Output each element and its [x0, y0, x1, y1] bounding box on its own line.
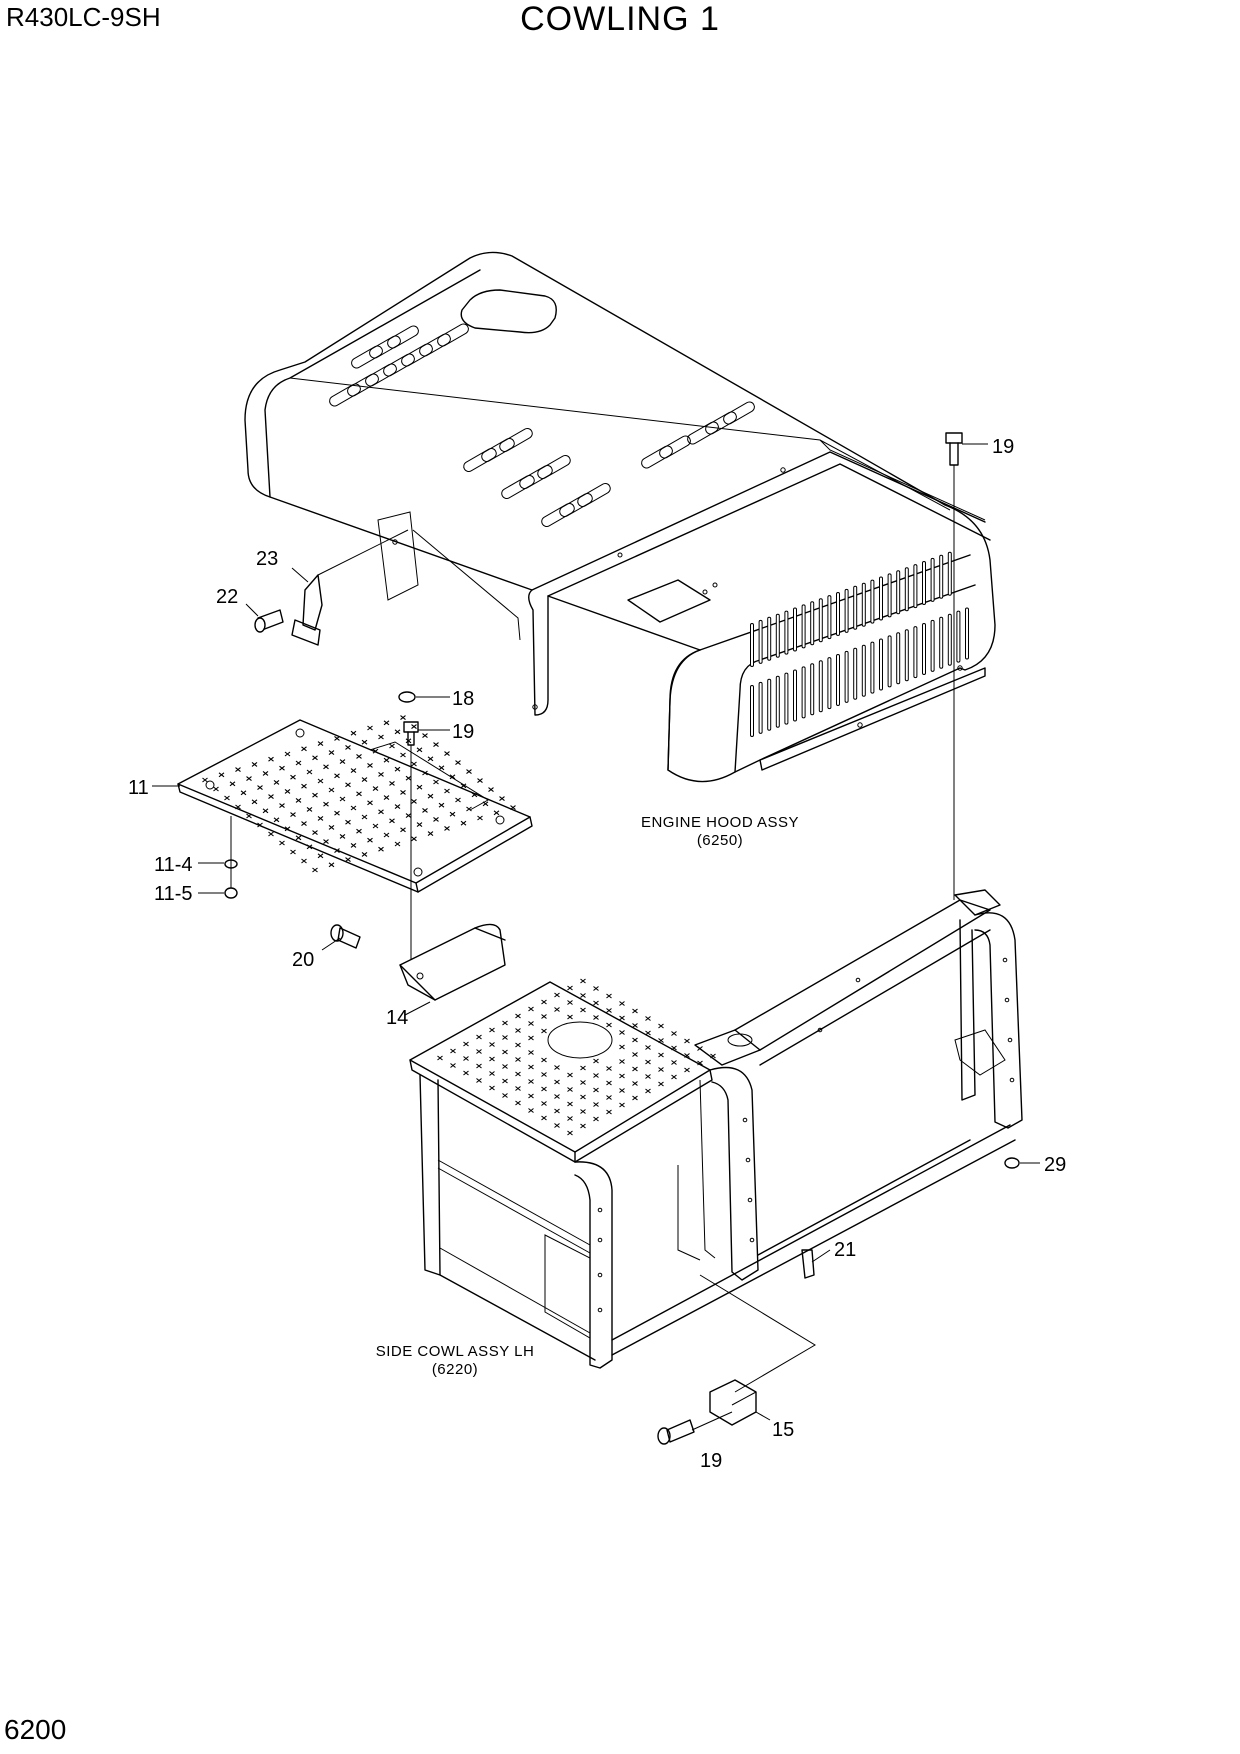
bolt-19-bottom	[657, 1419, 695, 1445]
callout-29: 29	[1044, 1154, 1066, 1176]
engine-hood-assembly	[244, 251, 996, 783]
callout-23: 23	[256, 548, 278, 570]
nut-29	[1004, 1157, 1020, 1169]
bolt-19-mid	[403, 721, 419, 960]
nut-11-5	[224, 887, 238, 899]
callout-19-mid: 19	[452, 721, 474, 743]
callout-18: 18	[452, 688, 474, 710]
bolt-22	[254, 609, 284, 633]
callout-19-top: 19	[992, 436, 1014, 458]
callout-11-5: 11-5	[154, 883, 193, 905]
callout-14: 14	[386, 1007, 408, 1029]
latch-23	[291, 529, 409, 646]
bracket-14	[399, 923, 506, 1001]
perforated-cover-plate	[177, 715, 533, 893]
callout-22: 22	[216, 586, 238, 608]
model-number: R430LC-9SH	[6, 2, 161, 32]
callout-15: 15	[772, 1419, 794, 1441]
callout-20: 20	[292, 949, 314, 971]
bolt-19-top	[945, 432, 963, 900]
callout-19-bottom: 19	[700, 1450, 722, 1472]
side-cowl-frame	[409, 889, 1023, 1369]
callout-21: 21	[834, 1239, 856, 1261]
engine-hood-assy-ref: (6250)	[697, 832, 743, 849]
page-number: 6200	[4, 1714, 67, 1745]
leader-lines	[152, 443, 1040, 1421]
engine-hood-assy-label: ENGINE HOOD ASSY	[641, 814, 799, 831]
callout-11: 11	[128, 777, 149, 799]
callout-11-4: 11-4	[154, 854, 193, 876]
side-cowl-assy-label: SIDE COWL ASSY LH	[376, 1343, 535, 1360]
side-cowl-assy-ref: (6220)	[432, 1361, 478, 1378]
clip-21	[801, 1249, 815, 1279]
washer-18	[398, 691, 416, 703]
page-title: COWLING 1	[520, 0, 720, 38]
bolt-20	[330, 924, 361, 949]
